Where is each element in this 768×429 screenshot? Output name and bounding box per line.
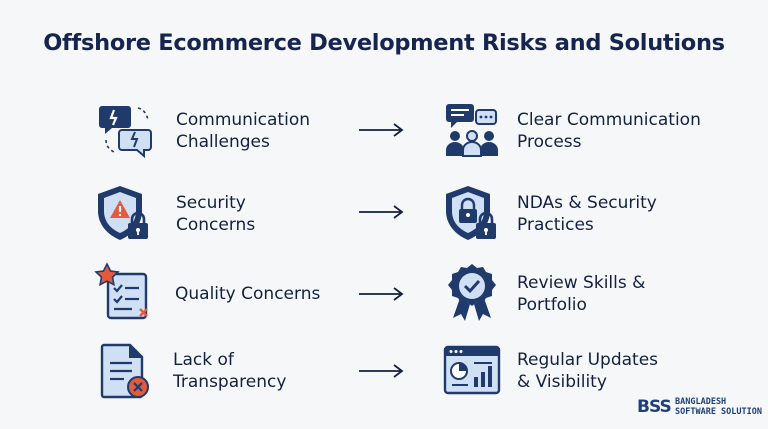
dashboard-chart-icon (442, 341, 502, 401)
solution-label-line: Process (517, 132, 582, 152)
solution-label-line: Portfolio (517, 295, 587, 315)
risk-solution-row-3: Quality Concerns Review Skills & Portfol… (0, 259, 768, 329)
solution-label-line: Clear Communication (517, 110, 701, 130)
risk-label-line: Lack of (173, 350, 234, 370)
page-title: Offshore Ecommerce Development Risks and… (43, 30, 725, 56)
broken-chat-icon (98, 100, 158, 160)
solution-label-line: & Visibility (517, 372, 607, 392)
solution-label-line: Regular Updates (517, 350, 659, 370)
solution-label: Clear Communication Process (517, 109, 701, 153)
risk-label: Communication Challenges (176, 109, 310, 153)
risk-label: Security Concerns (176, 192, 255, 236)
risk-solution-row-2: Security Concerns NDAs & Security Practi… (0, 180, 768, 250)
logo-text: BANGLADESH SOFTWARE SOLUTION (675, 397, 762, 417)
risk-solution-row-4: Lack of Transparency Regular Updates & V… (0, 337, 768, 407)
risk-label-line: Challenges (176, 132, 270, 152)
risk-label-line: Quality Concerns (175, 284, 321, 304)
solution-label: Review Skills & Portfolio (517, 272, 645, 316)
logo-line-2: SOFTWARE SOLUTION (675, 406, 762, 417)
solution-label-line: NDAs & Security (517, 193, 657, 213)
star-checklist-icon (94, 262, 154, 322)
logo-line-1: BANGLADESH (675, 397, 727, 407)
solution-label-line: Practices (517, 215, 594, 235)
document-error-icon (96, 341, 156, 401)
risk-solution-row-1: Communication Challenges Clear Communica… (0, 96, 768, 166)
risk-label-line: Concerns (176, 215, 256, 235)
arrow-right-icon (358, 364, 404, 378)
solution-label-line: Review Skills & (517, 273, 646, 293)
arrow-right-icon (358, 287, 404, 301)
risk-label: Lack of Transparency (173, 349, 286, 393)
risk-label: Quality Concerns (175, 283, 320, 305)
risk-label-line: Transparency (173, 372, 287, 392)
risk-label-line: Communication (176, 110, 310, 130)
secure-shield-lock-icon (442, 183, 502, 243)
award-badge-icon (442, 262, 502, 322)
arrow-right-icon (358, 205, 404, 219)
warning-shield-lock-icon (94, 183, 154, 243)
team-chat-icon (442, 100, 502, 160)
arrow-right-icon (358, 123, 404, 137)
risk-label-line: Security (176, 193, 246, 213)
solution-label: NDAs & Security Practices (517, 192, 657, 236)
solution-label: Regular Updates & Visibility (517, 349, 658, 393)
logo-mark: BSS (637, 397, 672, 417)
